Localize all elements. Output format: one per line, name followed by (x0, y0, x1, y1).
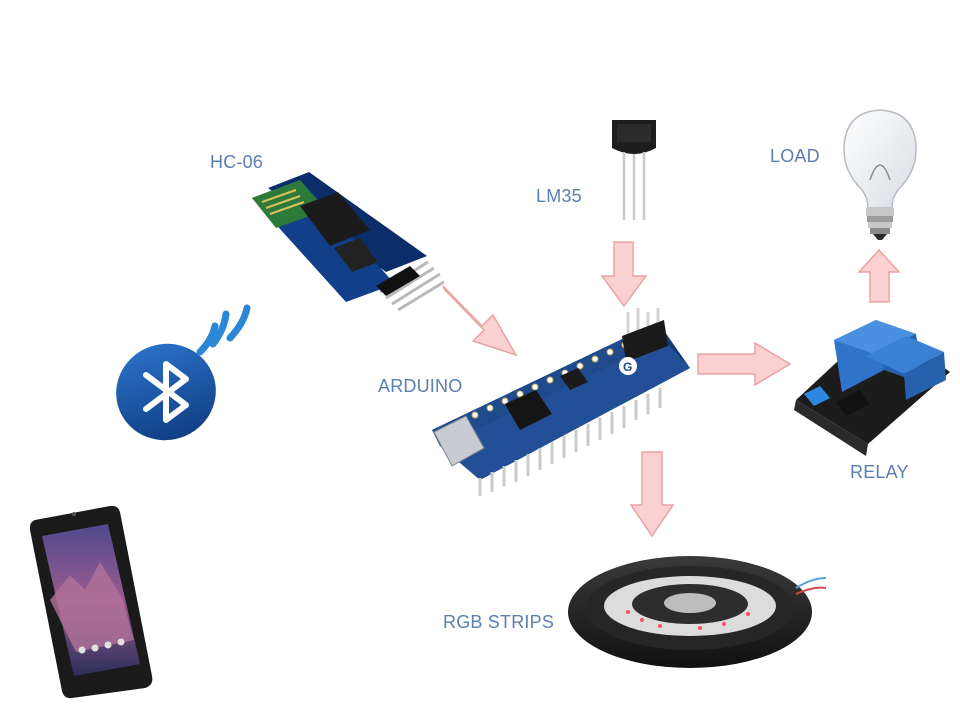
arduino-nano: G (432, 308, 690, 496)
label-relay: RELAY (850, 462, 909, 482)
label-arduino: ARDUINO (378, 376, 463, 396)
lm35-sensor (612, 120, 656, 220)
arrow-arduino-to-relay (697, 341, 792, 387)
label-load: LOAD (770, 146, 820, 166)
label-hc06: HC-06 (210, 152, 264, 172)
hc06-module (252, 172, 445, 312)
arrow-lm35-to-arduino (600, 241, 648, 308)
svg-text:G: G (623, 360, 632, 374)
label-lm35: LM35 (536, 186, 582, 206)
arrow-hc06-to-arduino (442, 285, 518, 357)
smartphone-icon (29, 505, 153, 699)
label-rgb-strips: RGB STRIPS (443, 612, 555, 632)
arrow-relay-to-load (857, 248, 901, 303)
light-bulb-icon (843, 109, 917, 240)
relay-module (794, 320, 950, 456)
arrow-arduino-to-rgb (629, 451, 675, 538)
bluetooth-icon (116, 343, 216, 441)
rgb-strip-reel (568, 556, 827, 668)
wireless-waves-icon (196, 304, 251, 356)
